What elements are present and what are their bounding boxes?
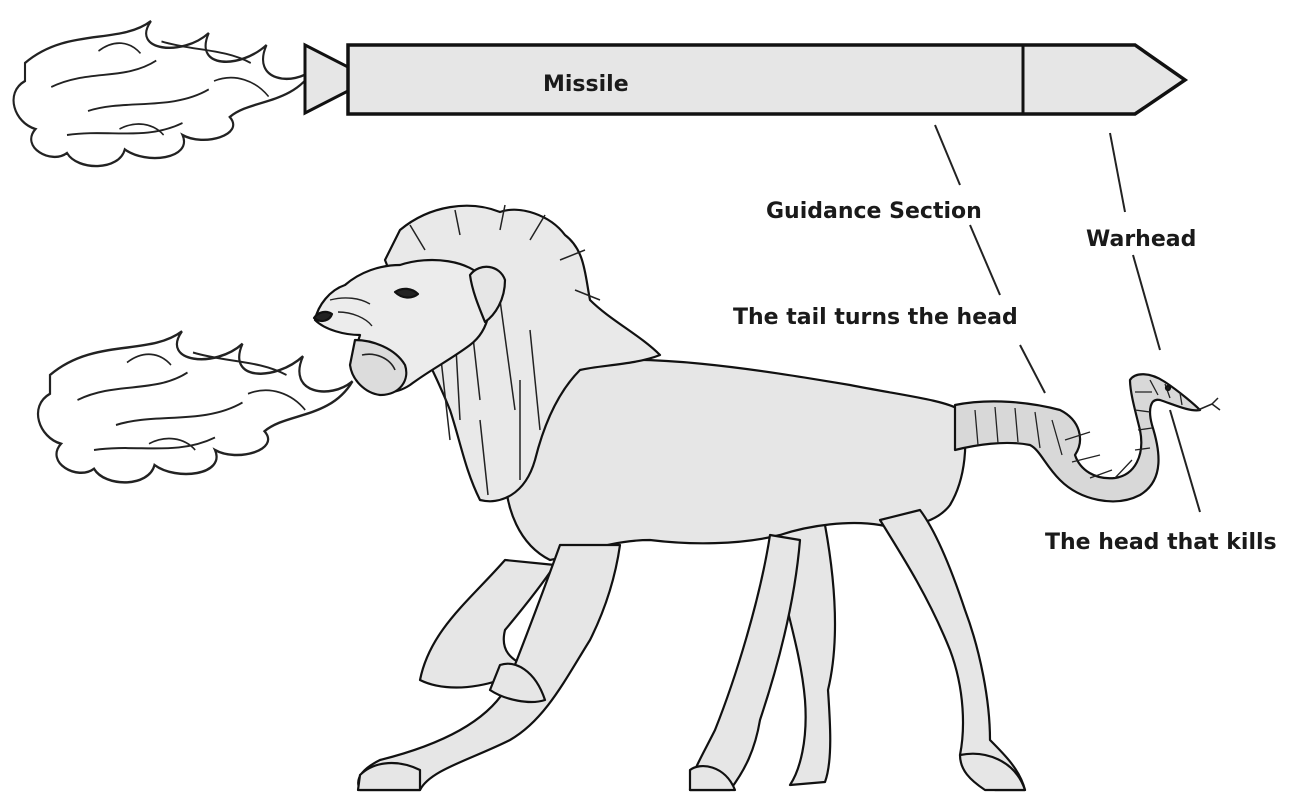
missile-fuselage: [348, 45, 1185, 114]
lion-breath-flame: [38, 331, 352, 482]
missile-body: [305, 45, 1185, 114]
tail-turns-head-label: The tail turns the head: [733, 307, 1018, 329]
missile-tail-fin: [305, 45, 350, 113]
leader-line-tail: [1020, 345, 1045, 393]
leader-line-guidance: [935, 125, 960, 185]
missile-exhaust-flame: [14, 21, 314, 166]
leader-line-warhead-lower: [1133, 255, 1160, 350]
warhead-label: Warhead: [1086, 229, 1196, 251]
leader-line-guidance-lower: [970, 225, 1000, 295]
head-that-kills-label: The head that kills: [1045, 532, 1277, 554]
guidance-section-label: Guidance Section: [766, 201, 982, 223]
chimera-lion: [314, 205, 1220, 790]
missile-label: Missile: [543, 74, 629, 96]
leader-line-warhead: [1110, 133, 1125, 212]
leader-line-head-kills: [1170, 410, 1200, 512]
